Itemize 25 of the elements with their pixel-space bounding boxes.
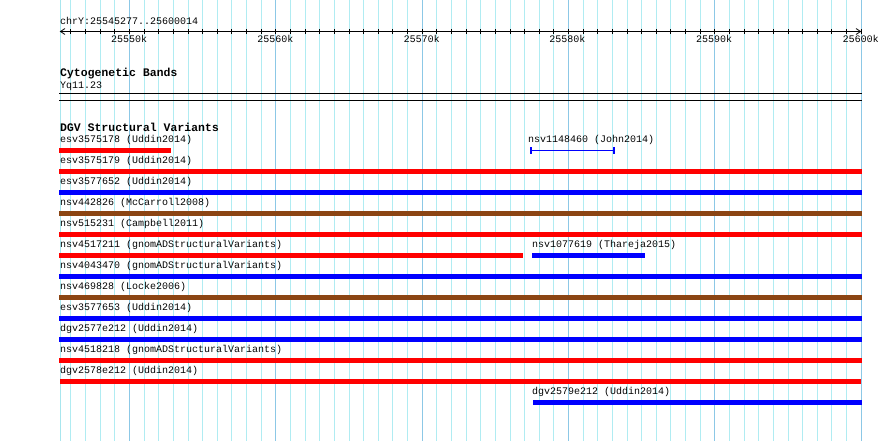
feature-label: dgv2579e212 (Uddin2014) xyxy=(532,387,670,398)
tick-label: 25570k xyxy=(404,35,440,46)
tick-label: 25560k xyxy=(257,35,294,46)
tick-label: 25580k xyxy=(549,35,586,46)
feature-label: nsv469828 (Locke2006) xyxy=(60,282,186,293)
feature-label: nsv442826 (McCarroll2008) xyxy=(60,198,210,209)
feature-label: esv3577652 (Uddin2014) xyxy=(60,177,192,188)
track-title: DGV Structural Variants xyxy=(60,122,219,135)
feature-label: nsv4518218 (gnomADStructuralVariants) xyxy=(60,345,282,356)
tick-label: 25600k xyxy=(842,35,879,46)
feature-label: esv3577653 (Uddin2014) xyxy=(60,303,192,314)
feature-label: esv3575178 (Uddin2014) xyxy=(60,135,192,146)
feature-label: esv3575179 (Uddin2014) xyxy=(60,156,192,167)
tick-label: 25550k xyxy=(111,35,147,46)
feature-label: nsv4043470 (gnomADStructuralVariants) xyxy=(60,261,282,272)
feature-label: nsv4517211 (gnomADStructuralVariants) xyxy=(60,240,282,251)
feature-label: dgv2577e212 (Uddin2014) xyxy=(60,324,198,335)
band-name: Yq11.23 xyxy=(60,81,102,92)
feature-label: nsv1077619 (Thareja2015) xyxy=(532,240,676,251)
track-title: Cytogenetic Bands xyxy=(60,67,178,80)
feature-label: nsv1148460 (John2014) xyxy=(528,135,654,146)
feature-label: nsv515231 (Campbell2011) xyxy=(60,219,204,230)
tick-label: 25590k xyxy=(696,35,732,46)
feature-label: dgv2578e212 (Uddin2014) xyxy=(60,366,198,377)
coordinate-label: chrY:25545277..25600014 xyxy=(60,17,198,28)
